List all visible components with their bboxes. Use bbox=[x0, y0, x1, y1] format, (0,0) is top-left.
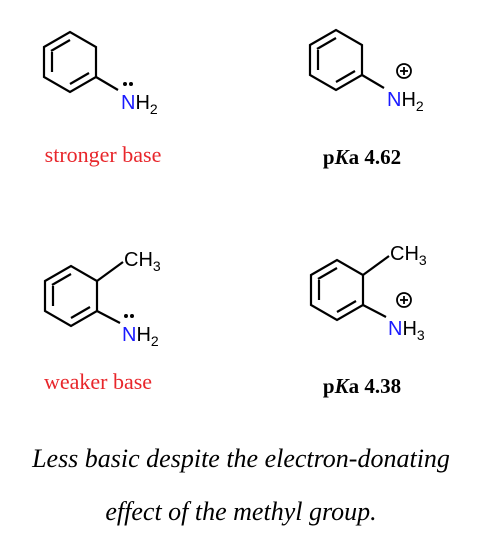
caption-pka-toluidine: pKa 4.38 bbox=[323, 374, 401, 398]
benzene-ring bbox=[43, 261, 124, 328]
plus-charge-icon bbox=[396, 292, 412, 308]
benzene-ring bbox=[309, 255, 390, 322]
note-line-2: effect of the methyl group. bbox=[105, 497, 376, 526]
amine-group: NH2 bbox=[122, 324, 159, 349]
o-toluidinium-structure: CH3 NH3 bbox=[309, 243, 427, 343]
anilinium-structure: NH2 bbox=[308, 28, 424, 114]
caption-pka-aniline: pKa 4.62 bbox=[323, 145, 401, 169]
o-toluidine-structure: CH3 NH2 bbox=[43, 249, 161, 349]
caption-weaker-base: weaker base bbox=[44, 369, 152, 394]
ammonium-group: NH3 bbox=[388, 318, 425, 343]
methyl-group: CH3 bbox=[390, 243, 427, 268]
methyl-group: CH3 bbox=[124, 249, 161, 274]
plus-charge-icon bbox=[396, 63, 412, 79]
ammonium-group: NH2 bbox=[387, 89, 424, 114]
lone-pair bbox=[124, 314, 134, 318]
lone-pair bbox=[123, 82, 133, 86]
benzene-ring bbox=[42, 30, 119, 94]
caption-stronger-base: stronger base bbox=[45, 142, 162, 167]
benzene-ring bbox=[308, 28, 385, 92]
aniline-structure: NH2 bbox=[42, 30, 158, 117]
amine-group: NH2 bbox=[121, 92, 158, 117]
note-line-1: Less basic despite the electron-donating bbox=[31, 444, 450, 473]
